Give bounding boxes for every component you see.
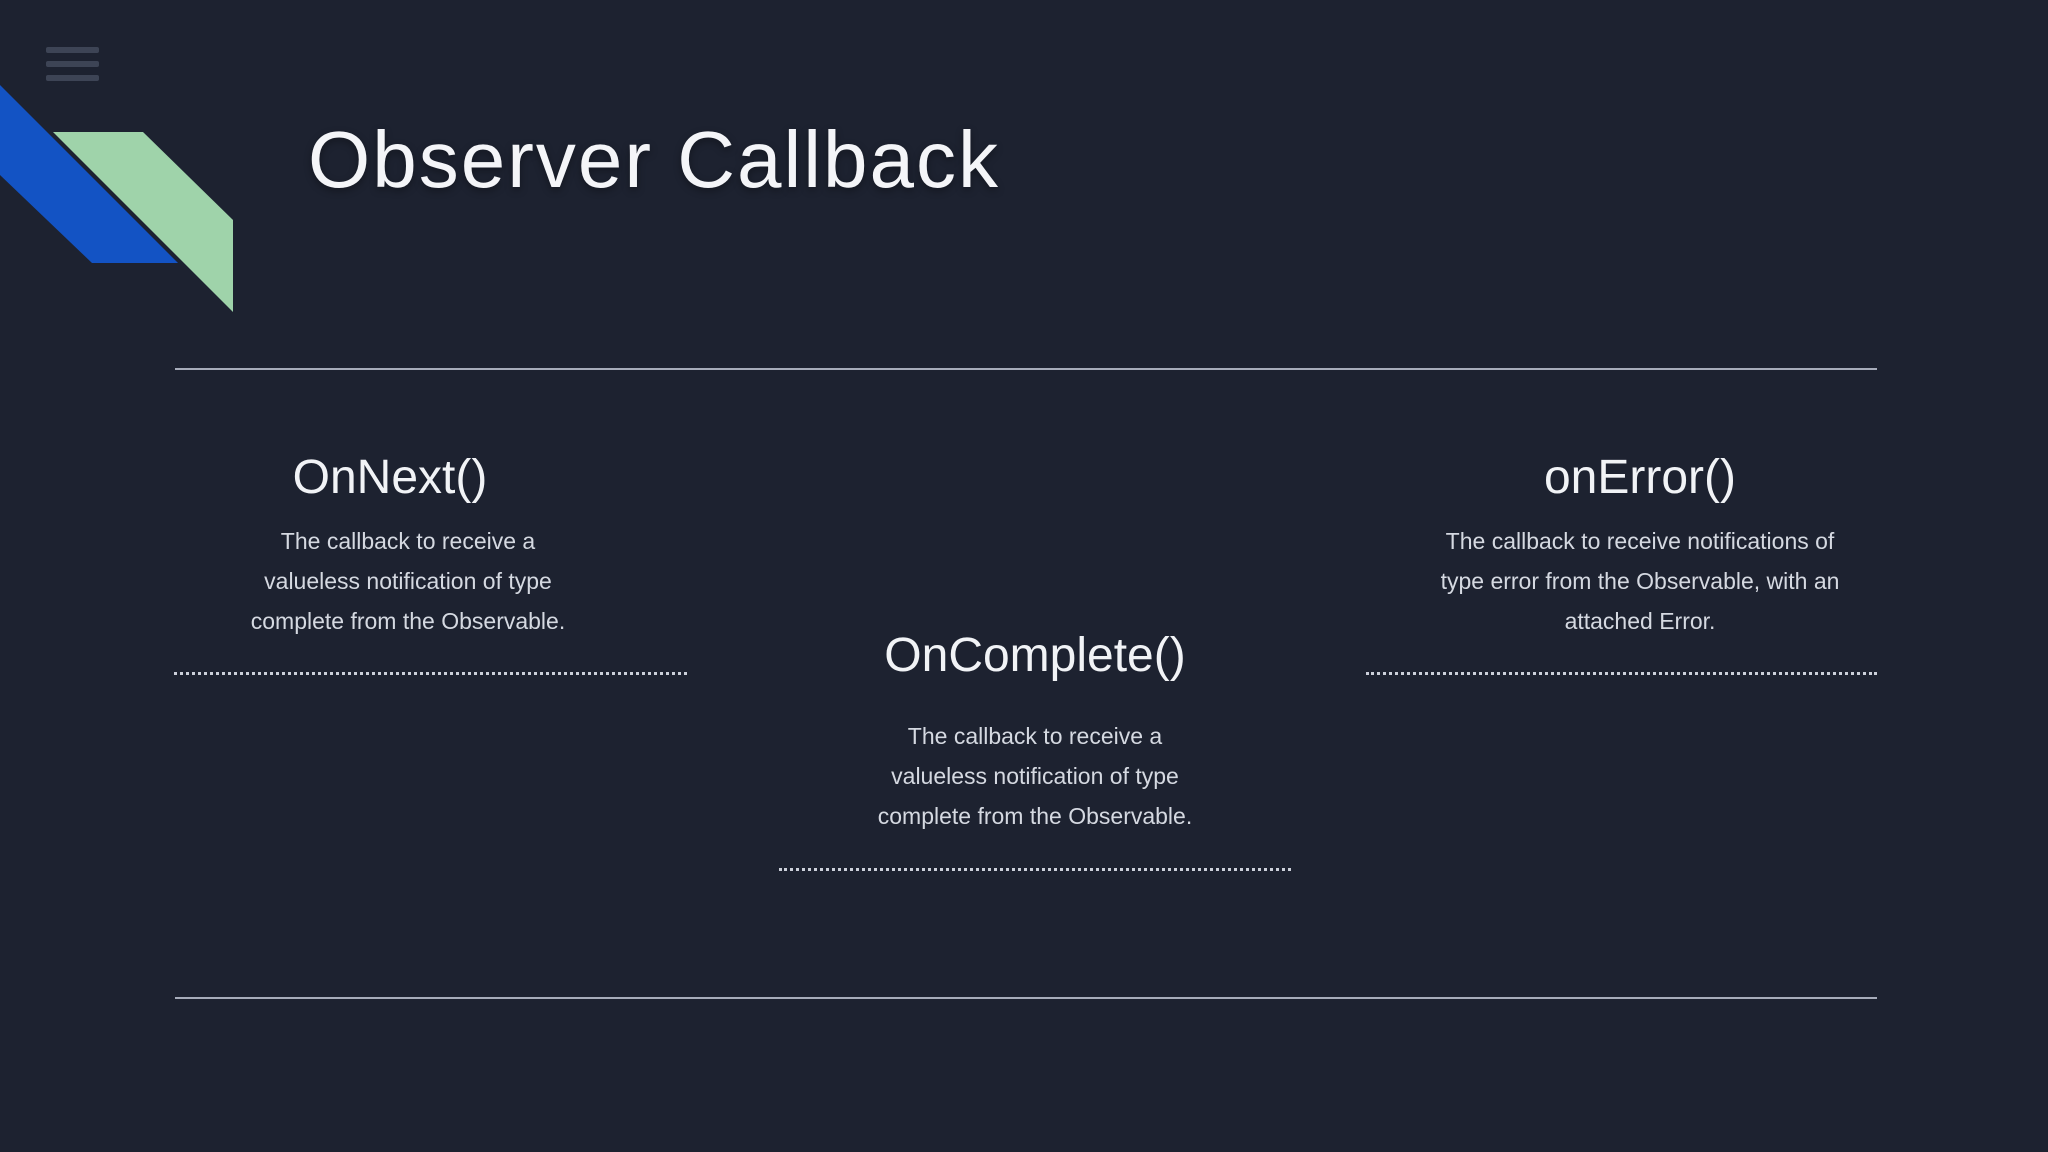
decorative-ribbon: [0, 85, 233, 312]
hamburger-bar: [46, 75, 99, 81]
column-description-onerror: The callback to receive notifications of…: [1440, 528, 1840, 634]
column-description-onnext: The callback to receive a valueless noti…: [250, 528, 566, 634]
column-heading-onerror: onError(): [1543, 451, 1737, 504]
hamburger-bar: [46, 61, 99, 67]
column-heading-oncomplete: OnComplete(): [884, 629, 1186, 682]
top-divider-line: [175, 368, 1877, 370]
hamburger-menu-icon[interactable]: [46, 47, 100, 83]
ribbon-blue-shape: [0, 85, 178, 263]
bottom-divider-line: [175, 997, 1877, 999]
ribbon-green-shape: [53, 132, 233, 312]
dotted-separator: [174, 672, 687, 675]
slide-title: Observer Callback: [308, 115, 1001, 204]
hamburger-bar: [46, 47, 99, 53]
dotted-separator: [1366, 672, 1877, 675]
dotted-separator: [779, 868, 1291, 871]
column-description-oncomplete: The callback to receive a valueless noti…: [877, 723, 1193, 829]
column-heading-onnext: OnNext(): [292, 451, 488, 504]
